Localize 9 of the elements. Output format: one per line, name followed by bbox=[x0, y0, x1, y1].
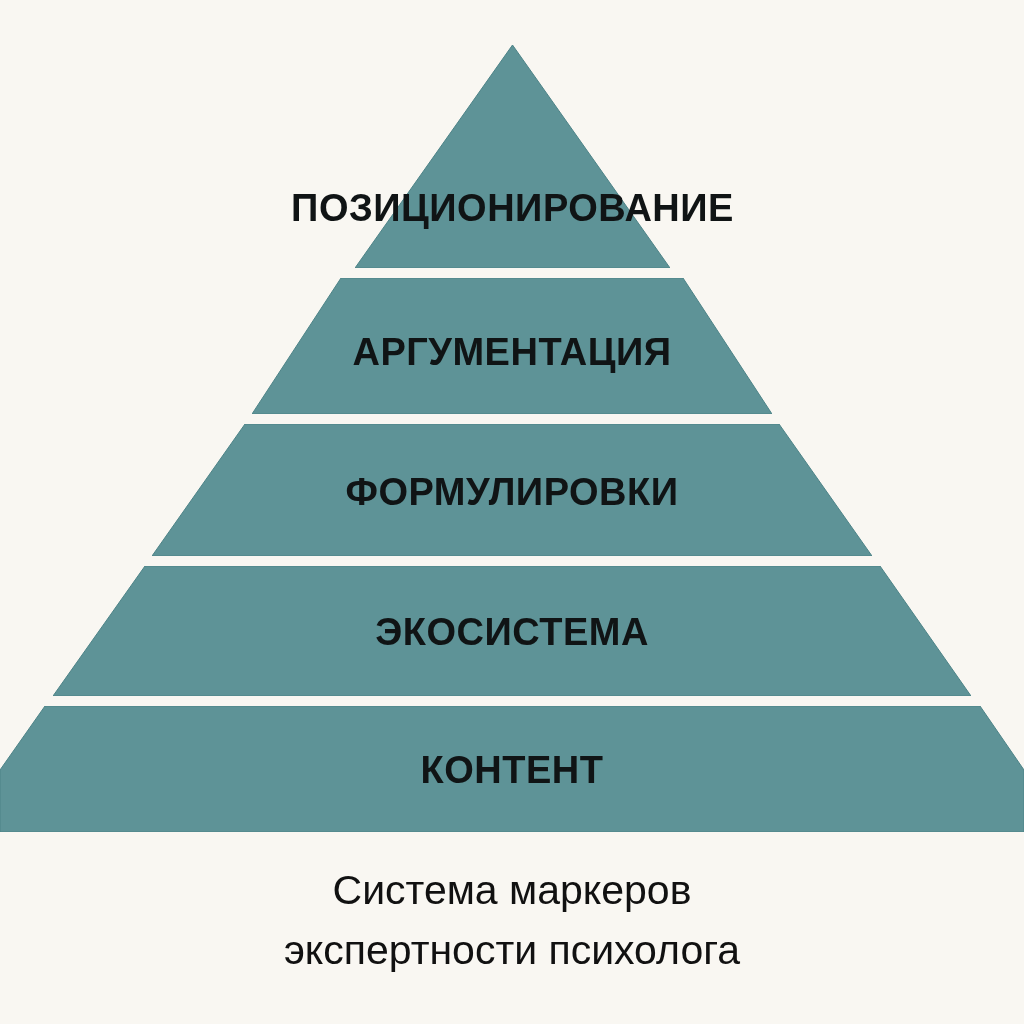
tier-label: ЭКОСИСТЕМА bbox=[375, 613, 649, 651]
pyramid-tier bbox=[0, 706, 1024, 832]
pyramid-tier bbox=[252, 278, 772, 414]
tier-label: АРГУМЕНТАЦИЯ bbox=[352, 333, 672, 371]
tier-label: ФОРМУЛИРОВКИ bbox=[345, 473, 679, 511]
caption: Система маркеров экспертности психолога bbox=[282, 866, 742, 975]
tier-label: КОНТЕНТ bbox=[420, 751, 604, 789]
pyramid-tier bbox=[53, 566, 971, 696]
pyramid-tier bbox=[152, 424, 872, 556]
